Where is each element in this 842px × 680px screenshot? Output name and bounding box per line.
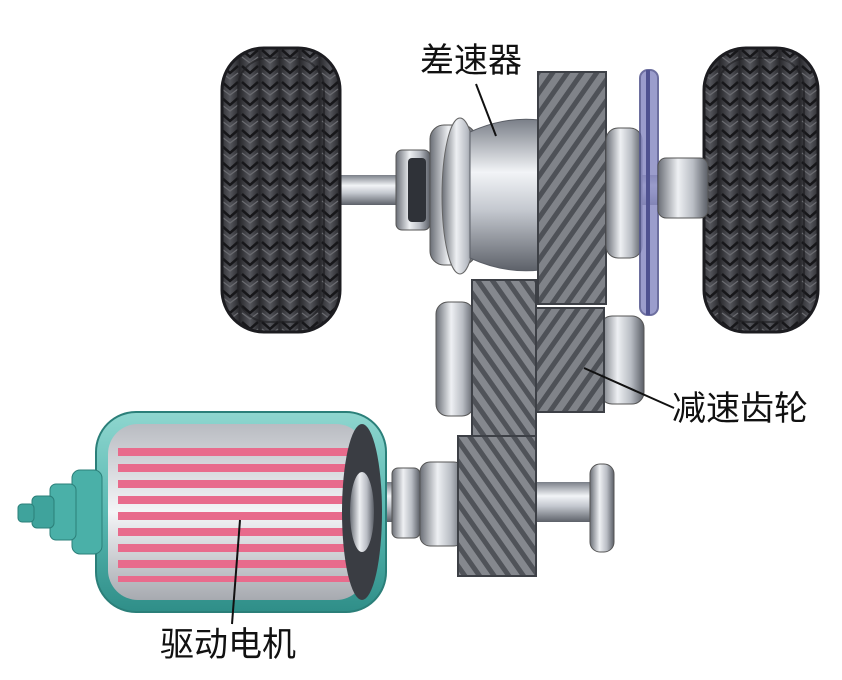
reduction-gear-label: 减速齿轮 <box>672 389 808 429</box>
differential-label: 差速器 <box>420 41 522 81</box>
drive-motor-label: 驱动电机 <box>160 625 296 665</box>
reduction-gear-leader-line <box>583 367 675 409</box>
drive-motor-leader-line <box>231 519 241 625</box>
left-wheel-icon <box>220 46 342 334</box>
motor-output-shaft <box>360 435 615 577</box>
differential-leader-line <box>475 83 497 137</box>
right-axle-flange <box>657 157 709 219</box>
differential-icon <box>395 117 541 275</box>
drive-motor-icon <box>17 411 387 613</box>
motor-coil-icon <box>118 448 350 582</box>
right-hub <box>605 127 643 259</box>
right-wheel-icon <box>702 46 820 334</box>
sensor-disc-icon <box>639 69 659 316</box>
ring-gear-icon <box>537 71 607 305</box>
reduction-gear-icon <box>435 279 645 441</box>
